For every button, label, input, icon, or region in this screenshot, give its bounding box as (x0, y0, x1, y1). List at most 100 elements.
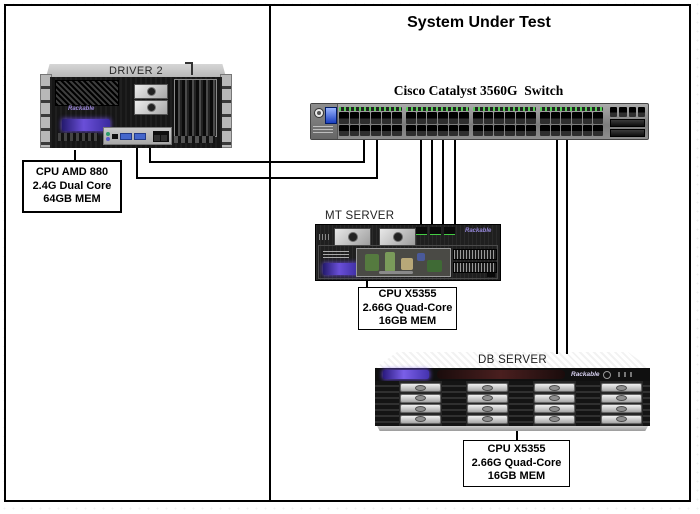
rj45-port (505, 112, 515, 124)
rj45-port (483, 112, 494, 124)
tray-button (482, 405, 493, 412)
rj45-port (349, 124, 360, 136)
brand-text: Rackable (465, 228, 492, 234)
drive-tray (467, 404, 508, 414)
rj45-port (550, 124, 561, 136)
drive-tray (400, 383, 441, 393)
nic-ports (416, 227, 455, 235)
rj45-port (572, 112, 582, 124)
tray-button (482, 384, 493, 391)
component-blob (379, 271, 413, 274)
cable-segment (136, 146, 138, 179)
mt-server-label: MT SERVER (325, 210, 395, 222)
tray-button (146, 103, 156, 112)
rj45-port (593, 124, 603, 136)
drive-tray (400, 414, 441, 424)
brand-text: Rackable (68, 106, 95, 112)
rj45-port (161, 134, 167, 141)
drive-bay-area (375, 381, 650, 426)
rj45-port (416, 124, 427, 136)
tray-button (616, 395, 627, 402)
vga-port-icon (134, 132, 146, 140)
spec-line: 2.66G Quad-Core (362, 301, 453, 314)
cable-segment (366, 278, 368, 288)
db-server-image: DB SERVER Rackable (375, 352, 650, 432)
rj45-port (427, 124, 437, 136)
rj45-port (550, 112, 561, 124)
rj45-port (582, 124, 593, 136)
drive-tray (601, 393, 642, 403)
cable-segment (420, 137, 422, 225)
tray-button (347, 232, 358, 242)
port-group (540, 107, 603, 136)
drive-tray (534, 404, 575, 414)
rj45-port (561, 112, 571, 124)
driver-server-body: Rackable (50, 77, 222, 148)
panel-divider-line (269, 4, 271, 502)
port-group (339, 107, 402, 136)
purple-led-badge (383, 370, 429, 379)
drive-tray (601, 404, 642, 414)
cable-segment (74, 150, 76, 161)
rj45-port (371, 112, 381, 124)
led-strip (473, 107, 536, 111)
port-grid (473, 112, 536, 136)
uplink-port (628, 107, 636, 117)
spec-line: 16GB MEM (487, 470, 546, 483)
rj45-port (416, 112, 427, 124)
tray-button (482, 395, 493, 402)
cursor-artifact (185, 62, 193, 75)
tray-button (549, 405, 560, 412)
component-blob (385, 252, 395, 272)
drive-tray (400, 393, 441, 403)
rj45-port (582, 112, 593, 124)
led-strip (339, 107, 402, 111)
rj45-port (360, 124, 370, 136)
rj45-port (349, 112, 360, 124)
logo-circle-icon (603, 371, 611, 379)
tray-button (549, 416, 560, 423)
tray-button (415, 405, 426, 412)
drive-tray-column (533, 381, 576, 426)
switch-port-banks (339, 107, 603, 136)
mt-spec-box: CPU X5355 2.66G Quad-Core 16GB MEM (358, 287, 457, 330)
purple-led-badge (62, 119, 110, 131)
tray-button (549, 384, 560, 391)
rj45-port (438, 112, 448, 124)
rj45-port (427, 112, 437, 124)
db-spec-box: CPU X5355 2.66G Quad-Core 16GB MEM (463, 440, 570, 487)
drive-tray (134, 100, 168, 115)
rj45-port (416, 227, 427, 235)
db-server-label: DB SERVER (478, 354, 547, 366)
drive-tray (534, 414, 575, 424)
rj45-port (494, 112, 504, 124)
rj45-port (505, 124, 515, 136)
tray-button (616, 384, 627, 391)
brand-text: Rackable (571, 371, 600, 378)
uplink-section (610, 107, 645, 137)
usb-port-icon (112, 133, 118, 139)
drive-tray (601, 414, 642, 424)
io-panel (103, 127, 172, 145)
small-port (487, 273, 495, 277)
rj45-port (459, 124, 469, 136)
drive-tray (534, 393, 575, 403)
cable-segment (431, 137, 433, 225)
switch-image (310, 103, 649, 140)
led-strip (406, 107, 469, 111)
spec-line: 16GB MEM (378, 315, 437, 328)
cable-segment (454, 137, 456, 225)
uplink-port (619, 107, 627, 117)
rj45-port (381, 124, 392, 136)
rj45-port (381, 112, 392, 124)
switch-label: Cisco Catalyst 3560G Switch (393, 83, 564, 98)
rj45-port (444, 227, 455, 235)
driver-server-image: DRIVER 2 Rackable (40, 64, 232, 150)
purple-led-badge (323, 263, 359, 275)
drive-tray (334, 228, 371, 246)
rj45-port (526, 124, 536, 136)
cable-segment (136, 177, 378, 179)
uplink-port (610, 107, 618, 117)
nic-ports (153, 130, 169, 142)
rj45-port (473, 112, 483, 124)
